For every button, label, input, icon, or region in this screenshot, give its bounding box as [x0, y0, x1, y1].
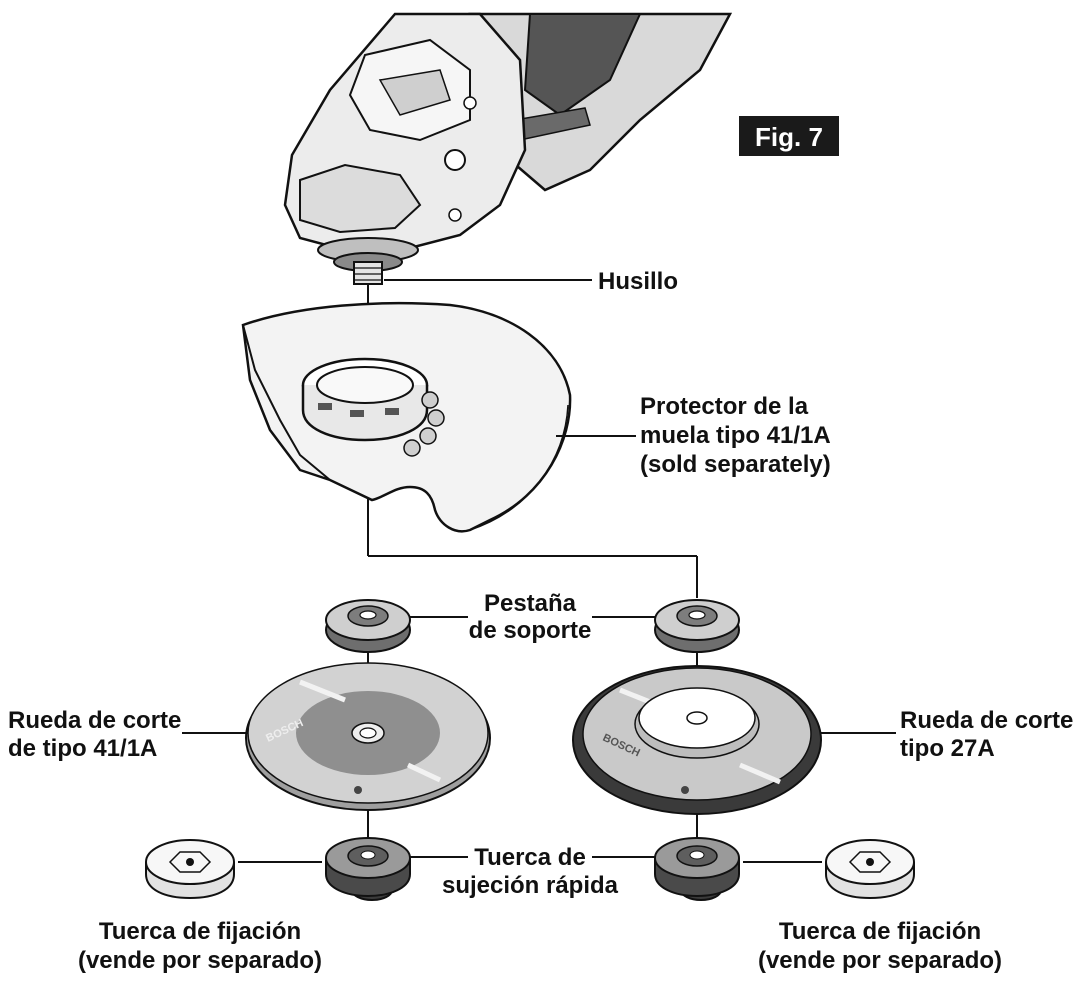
- guard-collar-slot: [385, 408, 399, 415]
- lock-nut-right: [825, 839, 915, 900]
- grinder-grip-band: [523, 13, 642, 117]
- guard-coding-cam: [427, 409, 445, 427]
- wheel-stripe: [299, 679, 346, 703]
- label-wheel-41-line-1: Rueda de corte: [8, 707, 181, 734]
- lock-nut-left: [145, 839, 235, 900]
- guard-coding-cam: [419, 427, 437, 445]
- grinder-head-facet: [378, 69, 451, 116]
- quick-release-nut-left: [325, 837, 411, 901]
- wheel-guard: [241, 301, 572, 533]
- grinder-screw: [444, 149, 466, 171]
- guard-coding-cam: [421, 391, 439, 409]
- nut-bore: [360, 850, 376, 860]
- guard-inner-wall: [242, 324, 331, 481]
- wheel-arbor-hole: [686, 711, 708, 725]
- spindle-shaft: [353, 261, 383, 285]
- figure-label: Fig. 7: [755, 122, 823, 152]
- label-wheel-27-line-1: Rueda de corte: [900, 707, 1073, 734]
- label-lock-nut-right-line-2: (vende por separado): [758, 947, 1002, 974]
- flange-bore: [359, 610, 377, 620]
- nut-bore: [689, 850, 705, 860]
- cutting-wheel-type-41: BOSCH: [245, 662, 491, 811]
- label-quick-nut-line-1: Tuerca de: [474, 844, 586, 871]
- label-lock-nut-left-line-2: (vende por separado): [78, 947, 322, 974]
- wheel-date-stamp: [681, 786, 689, 794]
- figure-badge-background: [739, 116, 839, 156]
- wheel-arbor-hole: [359, 727, 377, 739]
- quick-release-nut-right: [654, 837, 740, 901]
- label-guard-line-3: (sold separately): [640, 451, 831, 478]
- figure-badge: Fig. 7: [739, 116, 839, 156]
- label-wheel-27-line-2: tipo 27A: [900, 735, 995, 762]
- label-quick-nut-line-2: sujeción rápida: [442, 872, 619, 899]
- label-lock-nut-right-line-1: Tuerca de fijación: [779, 918, 981, 945]
- guard-collar-slot: [318, 403, 332, 410]
- cutting-wheel-type-27: BOSCH: [572, 665, 822, 815]
- label-lock-nut-left-line-1: Tuerca de fijación: [99, 918, 301, 945]
- label-spindle: Husillo: [598, 268, 678, 295]
- grinder-screw: [463, 96, 477, 110]
- label-backing-flange-line-1: Pestaña: [484, 590, 577, 617]
- guard-rim-edge: [469, 404, 569, 531]
- grinder-head-front: [299, 163, 422, 234]
- guard-coding-cam: [403, 439, 421, 457]
- guard-collar-opening: [316, 366, 414, 404]
- lock-nut-pin-hole: [186, 858, 194, 866]
- label-guard-line-2: muela tipo 41/1A: [640, 422, 831, 449]
- lock-nut-pin-hole: [866, 858, 874, 866]
- lock-nut-pattern: [168, 851, 212, 873]
- label-backing-flange-line-2: de soporte: [469, 617, 592, 644]
- leader-lines: [182, 279, 896, 863]
- grinder-screw: [448, 208, 462, 222]
- wheel-date-stamp: [354, 786, 362, 794]
- label-guard-line-1: Protector de la: [640, 393, 809, 420]
- wheel-stripe: [619, 687, 651, 705]
- guard-collar-slot: [350, 410, 364, 417]
- wheel-stripe: [739, 762, 781, 785]
- backing-flange-left: [325, 599, 411, 653]
- flange-bore: [688, 610, 706, 620]
- angle-grinder: [283, 12, 733, 285]
- lock-nut-pattern: [848, 851, 892, 873]
- wheel-stripe: [406, 762, 442, 783]
- label-wheel-41-line-2: de tipo 41/1A: [8, 735, 157, 762]
- callout-labels: Husillo Protector de la muela tipo 41/1A…: [8, 268, 1073, 974]
- backing-flange-right: [654, 599, 740, 653]
